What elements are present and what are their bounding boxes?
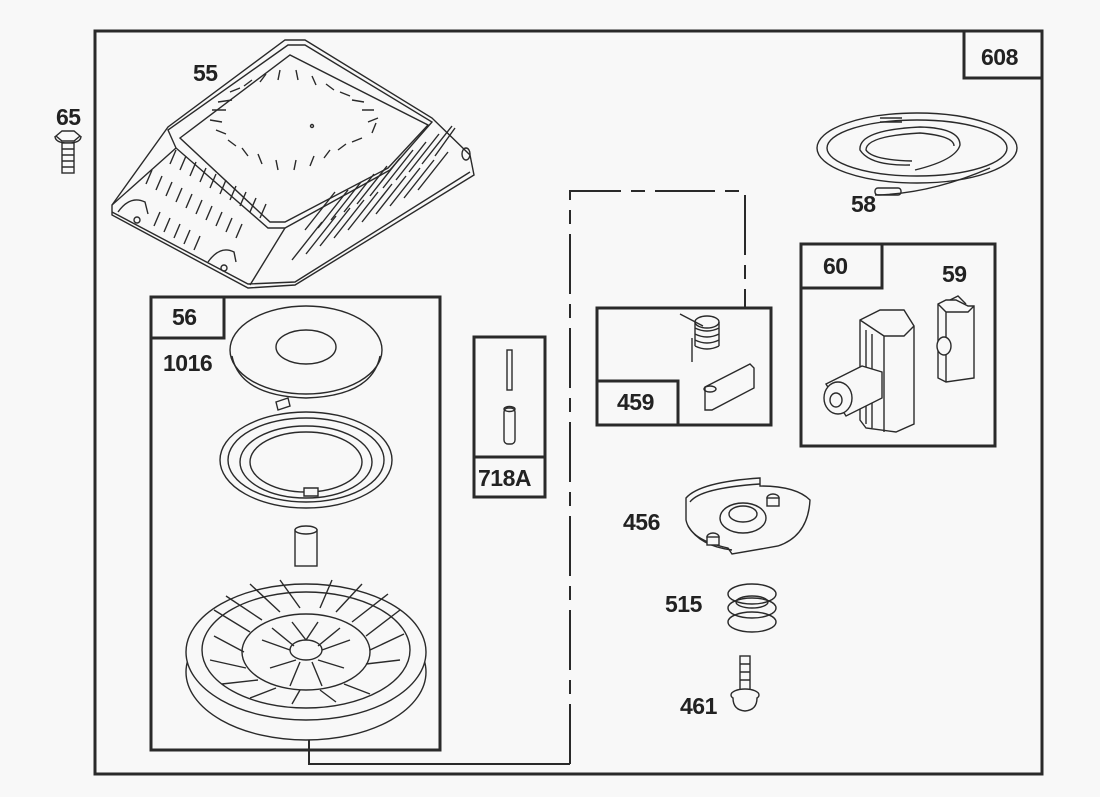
rope-coil-icon xyxy=(816,112,1018,196)
box-459 xyxy=(595,306,773,427)
callout-718A: 718A xyxy=(478,465,531,491)
box-60 xyxy=(799,242,997,448)
handle-icon xyxy=(823,309,915,433)
callout-515: 515 xyxy=(665,591,702,617)
callout-58: 58 xyxy=(851,191,876,217)
callout-608: 608 xyxy=(981,44,1018,70)
pulley-icon xyxy=(185,579,427,741)
callout-65: 65 xyxy=(56,104,81,130)
blower-housing-icon xyxy=(111,39,475,289)
box-56 xyxy=(149,295,442,752)
recoil-spring-icon xyxy=(219,397,393,509)
screw-icon xyxy=(730,655,760,712)
callout-60: 60 xyxy=(823,253,848,279)
callout-1016: 1016 xyxy=(163,350,213,376)
callout-461: 461 xyxy=(680,693,717,719)
connector-line xyxy=(308,740,570,765)
callout-56: 56 xyxy=(172,304,197,330)
callout-59: 59 xyxy=(942,261,967,287)
pawl-icon xyxy=(703,363,755,411)
spring-icon xyxy=(727,583,777,633)
tag-box-60 xyxy=(801,244,884,290)
callout-456: 456 xyxy=(623,509,660,535)
pins-icon xyxy=(503,349,516,445)
outer-frame xyxy=(93,29,1044,776)
callout-55: 55 xyxy=(193,60,218,86)
pawl-spring-icon xyxy=(679,313,720,362)
retainer-plate-icon xyxy=(685,477,811,555)
tag-box-608 xyxy=(962,31,1042,80)
tag-box-56 xyxy=(151,297,226,340)
dash-connector xyxy=(569,190,746,764)
box-718A xyxy=(472,335,547,499)
washer-icon xyxy=(229,305,383,399)
tag-box-459 xyxy=(597,379,680,425)
bolt-65-icon xyxy=(54,130,82,174)
rope-insert-icon xyxy=(936,295,975,383)
callout-459: 459 xyxy=(617,389,654,415)
pin-cylinder-icon xyxy=(294,525,318,567)
